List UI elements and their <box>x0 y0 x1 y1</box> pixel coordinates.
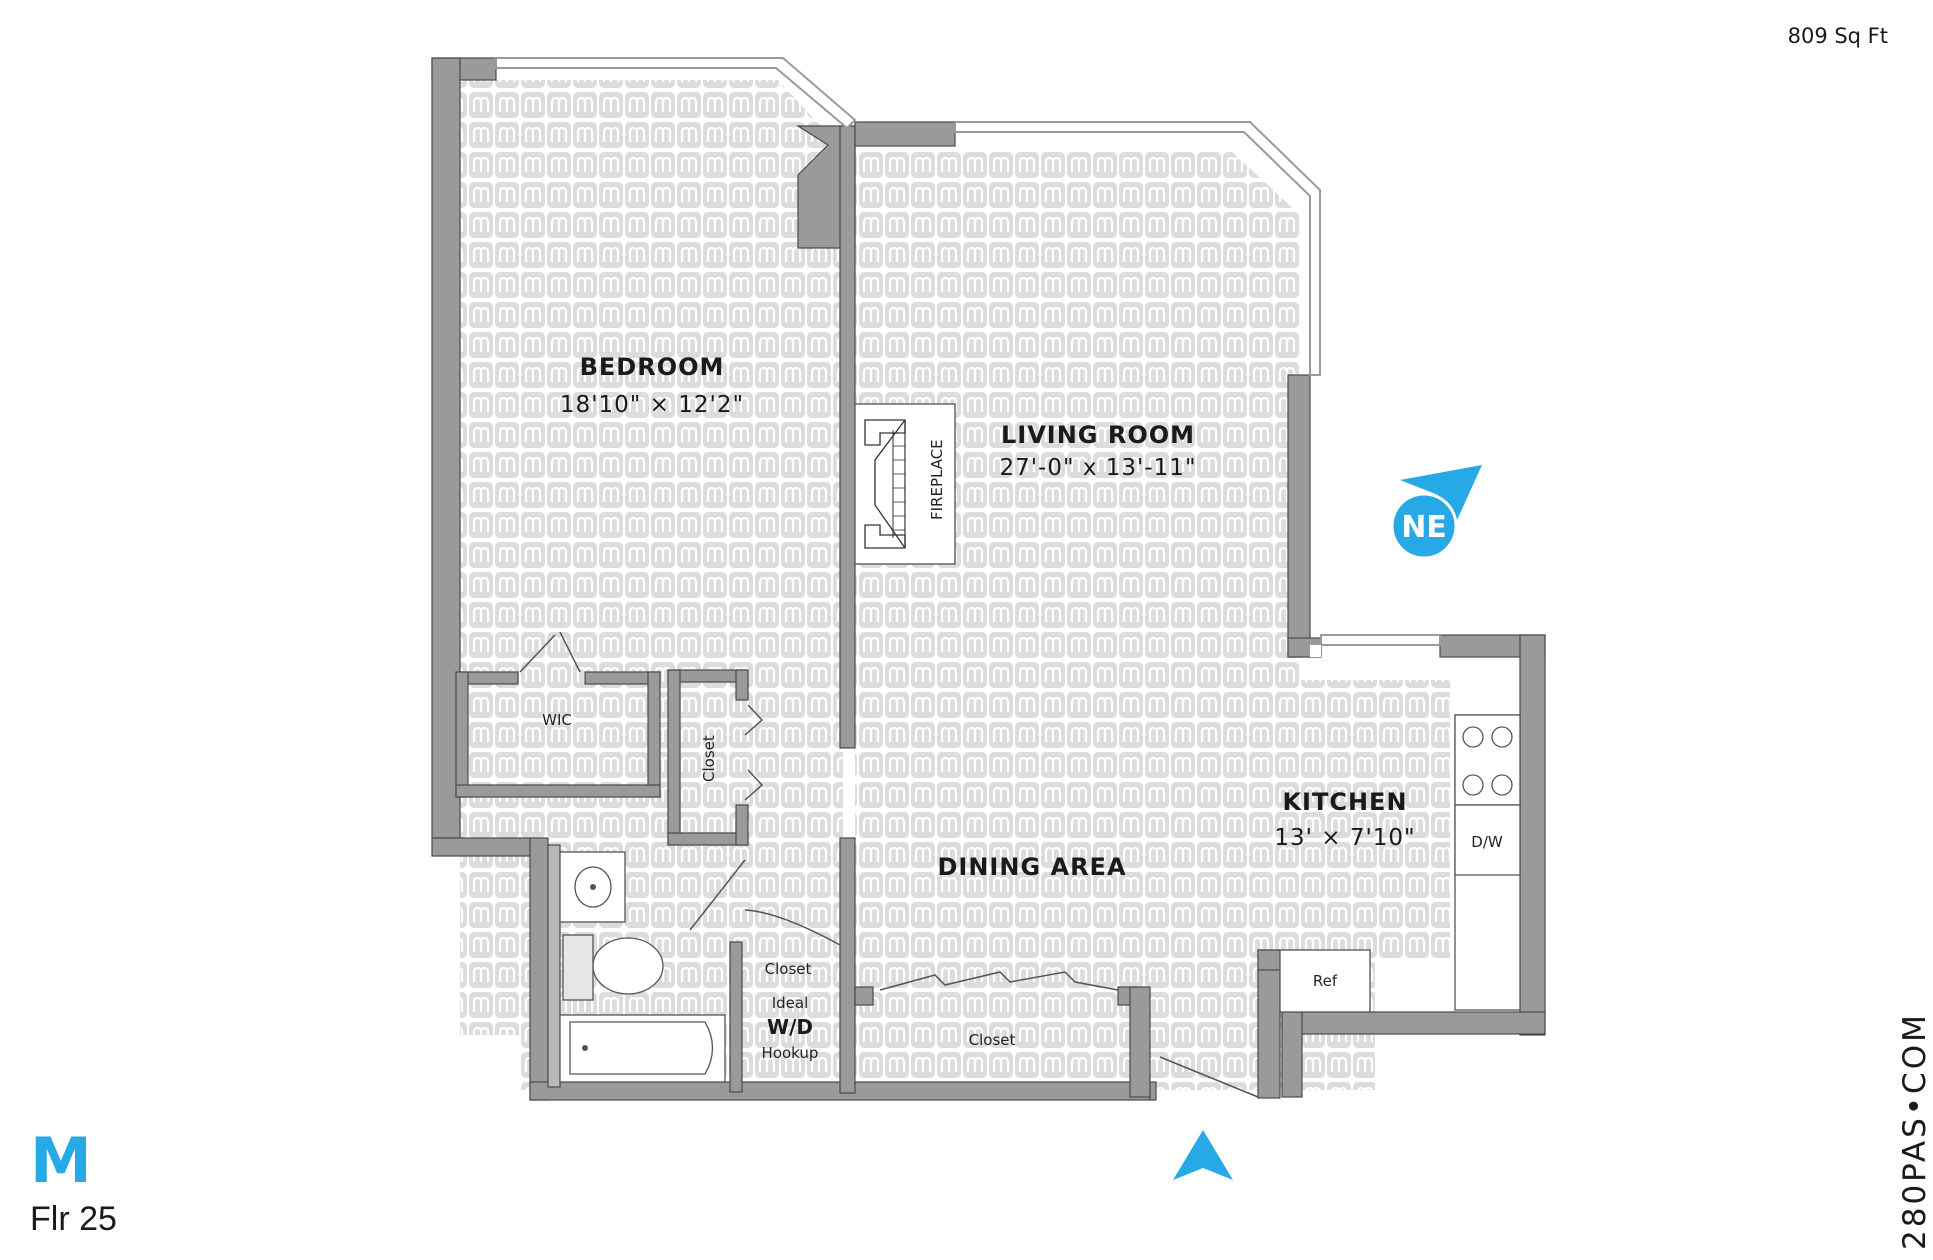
closet-hall-label: Closet <box>765 960 812 978</box>
living-room-name: LIVING ROOM <box>1001 421 1195 449</box>
bedroom-name: BEDROOM <box>580 353 725 381</box>
unit-letter: M <box>30 1124 92 1197</box>
square-footage: 809 Sq Ft <box>1787 24 1888 48</box>
ideal-label: Ideal <box>772 994 809 1012</box>
floor-number: Flr 25 <box>30 1200 117 1238</box>
compass-ne: NE <box>1390 465 1482 560</box>
fireplace-label: FIREPLACE <box>928 439 946 520</box>
room-labels: BEDROOM 18'10" × 12'2" LIVING ROOM 27'-0… <box>542 353 1415 1062</box>
washer-dryer-label: W/D <box>767 1015 813 1039</box>
bathroom-fixtures <box>559 851 726 1083</box>
dishwasher-label: D/W <box>1471 833 1503 851</box>
compass-ne-label: NE <box>1401 510 1447 545</box>
closet-vertical-label: Closet <box>700 735 718 782</box>
hookup-label: Hookup <box>762 1044 819 1062</box>
toilet <box>562 934 594 1001</box>
fireplace: FIREPLACE <box>854 403 956 565</box>
wic-label: WIC <box>542 711 572 729</box>
windows <box>495 57 1441 657</box>
refrigerator <box>1279 949 1371 1013</box>
kitchen-name: KITCHEN <box>1282 788 1407 816</box>
refrigerator-label: Ref <box>1313 972 1338 990</box>
doors <box>519 631 1259 1098</box>
kitchen-fixtures: D/W Ref <box>1279 714 1521 1013</box>
kitchen-dims: 13' × 7'10" <box>1274 825 1415 851</box>
walls <box>431 57 1546 1101</box>
bedroom-dims: 18'10" × 12'2" <box>560 392 744 418</box>
brand-logo: 280PAS•COM <box>1897 1012 1933 1250</box>
closet-dining-label: Closet <box>969 1031 1016 1049</box>
dishwasher <box>1454 804 1521 876</box>
entrance-arrow-icon <box>1173 1130 1233 1180</box>
dining-area-name: DINING AREA <box>937 853 1126 881</box>
living-room-dims: 27'-0" x 13'-11" <box>999 455 1196 481</box>
